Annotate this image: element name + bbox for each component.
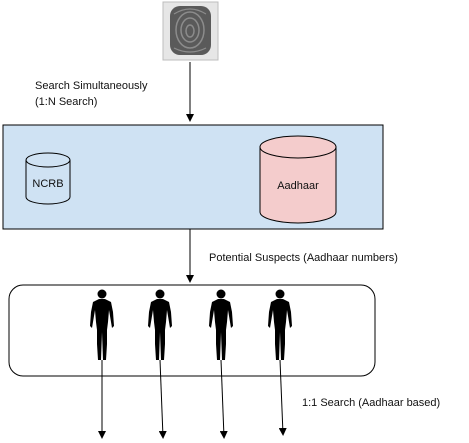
aadhaar-label: Aadhaar bbox=[277, 180, 319, 192]
arrow-suspect-4-search bbox=[278, 359, 287, 436]
search-simultaneously-label: Search Simultaneously bbox=[35, 80, 148, 92]
search-mode-label: (1:N Search) bbox=[35, 96, 98, 108]
fingerprint-icon bbox=[162, 1, 219, 61]
one-to-one-search-label: 1:1 Search (Aadhaar based) bbox=[302, 397, 441, 409]
arrow-suspect-3-search bbox=[219, 359, 228, 439]
arrow-suspect-2-search bbox=[158, 359, 167, 439]
ncrb-database-icon bbox=[25, 152, 71, 205]
ncrb-label: NCRB bbox=[32, 178, 63, 190]
potential-suspects-box bbox=[8, 284, 376, 377]
potential-suspects-label: Potential Suspects (Aadhaar numbers) bbox=[209, 252, 398, 264]
aadhaar-database-icon bbox=[259, 135, 337, 224]
